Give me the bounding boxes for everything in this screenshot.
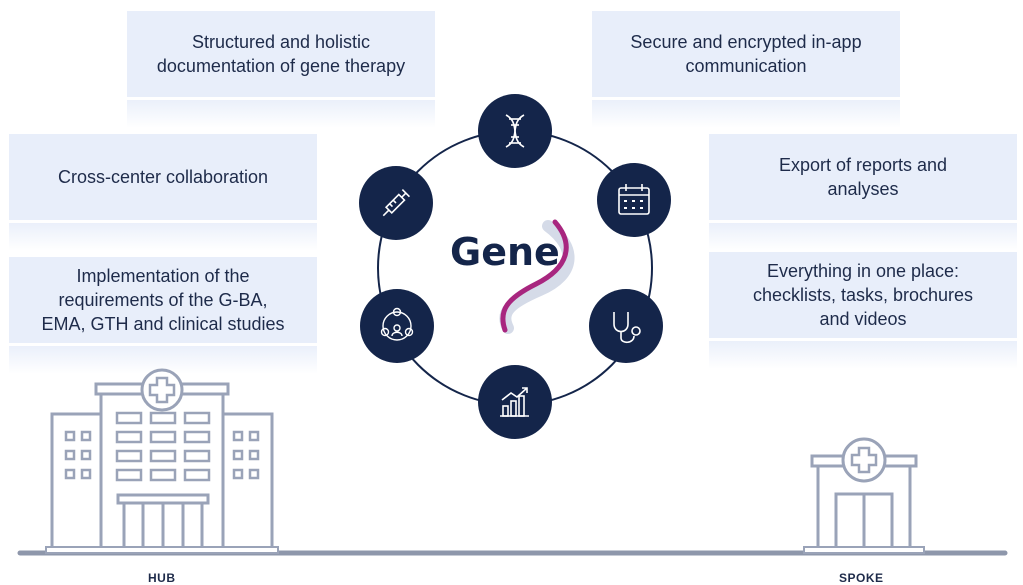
- team-network-icon: [380, 307, 414, 341]
- feature-documentation-text: Structured and holistic documentation of…: [156, 32, 406, 76]
- card-reflection: [709, 223, 1017, 251]
- feature-communication-text: Secure and encrypted in-app communicatio…: [630, 32, 862, 76]
- feature-one-place-text: Everything in one place: checklists, tas…: [752, 261, 974, 329]
- feature-card-export: Export of reports and analyses: [709, 134, 1017, 220]
- feature-card-documentation: Structured and holistic documentation of…: [127, 11, 435, 97]
- hub-building-icon: [45, 368, 279, 554]
- calendar-icon: [618, 184, 650, 215]
- node-growth: [478, 365, 552, 439]
- feature-card-collaboration: Cross-center collaboration: [9, 134, 317, 220]
- card-reflection: [9, 223, 317, 251]
- gene-logo-mark: [499, 219, 575, 334]
- feature-collaboration-text: Cross-center collaboration: [57, 167, 269, 187]
- feature-card-requirements: Implementation of the requirements of th…: [9, 257, 317, 343]
- dna-icon: [505, 114, 525, 148]
- card-reflection: [709, 341, 1017, 369]
- node-team: [360, 289, 434, 363]
- feature-export-text: Export of reports and analyses: [778, 155, 948, 199]
- feature-card-one-place: Everything in one place: checklists, tas…: [709, 252, 1017, 338]
- node-stethoscope: [589, 289, 663, 363]
- spoke-label: SPOKE: [839, 571, 884, 585]
- growth-chart-icon: [500, 387, 529, 417]
- card-reflection: [592, 100, 900, 128]
- spoke-building-icon: [803, 437, 925, 554]
- node-syringe: [359, 166, 433, 240]
- gene-logo-text: Gene: [450, 230, 560, 274]
- node-calendar: [597, 163, 671, 237]
- card-reflection: [127, 100, 435, 128]
- feature-requirements-text: Implementation of the requirements of th…: [41, 266, 285, 334]
- stethoscope-icon: [613, 312, 641, 344]
- feature-card-communication: Secure and encrypted in-app communicatio…: [592, 11, 900, 97]
- node-dna: [478, 94, 552, 168]
- hub-label: HUB: [148, 571, 176, 585]
- syringe-icon: [382, 188, 411, 217]
